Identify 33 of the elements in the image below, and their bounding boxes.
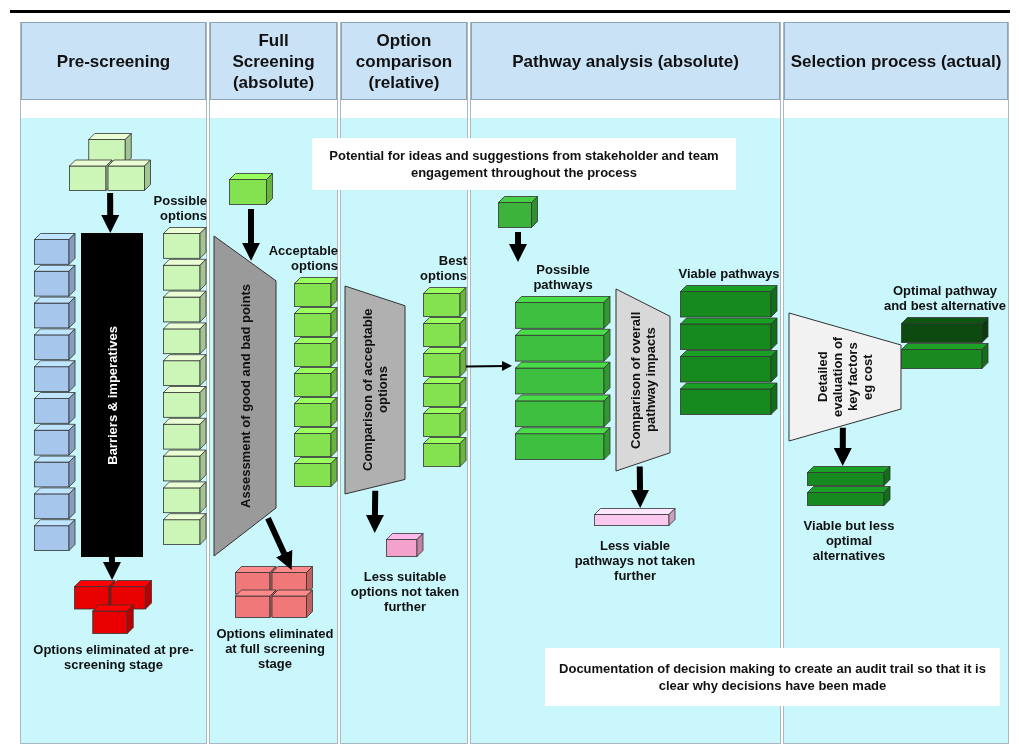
- note-box: Documentation of decision making to create an audit trail so that it is clear why decisions have been made: [545, 648, 1000, 706]
- stage-column: [20, 22, 207, 744]
- note-box: Potential for ideas and suggestions from stakeholder and team engagement throughout the process: [312, 138, 736, 190]
- stage-header: Full Screening (absolute): [210, 22, 337, 100]
- stage-label: Less viable pathways not taken further: [573, 538, 697, 583]
- stage-header: Selection process (actual): [784, 22, 1008, 100]
- stage-label: Options eliminated at full screening stage: [215, 626, 335, 671]
- arrow: [631, 466, 649, 508]
- stage-label: Optimal pathway and best alternative: [882, 283, 1008, 313]
- arrow: [833, 427, 852, 466]
- arrow: [265, 517, 293, 570]
- funnel-label: Comparison of acceptable options: [360, 307, 390, 474]
- stage-label: Less suitable options not taken further: [349, 569, 461, 614]
- arrow: [509, 232, 527, 262]
- arrow: [103, 556, 121, 580]
- bar-label: Barriers & imperatives: [104, 325, 120, 465]
- stage-label: Options eliminated at pre-screening stage: [32, 642, 195, 672]
- stage-label: Possible options: [152, 193, 207, 223]
- funnel-label: Detailed evaluation of key factors eg cost: [815, 335, 875, 419]
- stage-label: Viable but less optimal alternatives: [802, 518, 896, 563]
- barrier-bar: [81, 233, 143, 557]
- arrow: [365, 490, 384, 533]
- arrow: [101, 193, 120, 233]
- stage-label: Viable pathways: [678, 266, 780, 281]
- stage-header: Option comparison (relative): [341, 22, 467, 100]
- stage-label: Possible pathways: [532, 262, 594, 292]
- funnel-label: Assessment of good and bad points: [237, 284, 253, 508]
- funnel-label: Comparison of overall pathway impacts: [628, 310, 658, 451]
- stage-header: Pre-screening: [21, 22, 206, 100]
- stage-label: Acceptable options: [267, 243, 338, 273]
- arrow: [465, 360, 512, 371]
- stage-label: Best options: [419, 253, 467, 283]
- stage-header: Pathway analysis (absolute): [471, 22, 780, 100]
